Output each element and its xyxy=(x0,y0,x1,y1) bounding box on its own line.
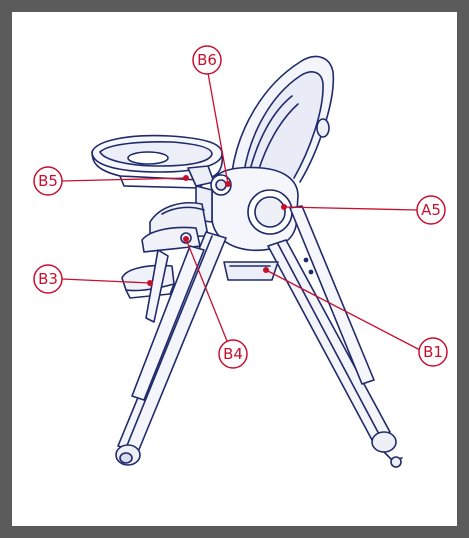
callout-label-b6: B6 xyxy=(197,51,217,69)
callout-label-b4: B4 xyxy=(223,345,243,363)
callout-line-a5 xyxy=(283,206,418,211)
callout-b4: B4 xyxy=(218,339,248,369)
callout-b5: B5 xyxy=(33,166,63,196)
callout-line-b6 xyxy=(207,72,229,185)
callout-label-a5: A5 xyxy=(421,201,441,219)
anchor-dot-a5 xyxy=(281,204,287,210)
high-chair-illustration xyxy=(91,55,403,468)
under-seat-bar xyxy=(223,261,279,281)
callout-b1: B1 xyxy=(418,337,448,367)
anchor-dot-b1 xyxy=(263,267,269,273)
callout-line-b3 xyxy=(61,278,151,284)
anchor-dot-b3 xyxy=(147,280,153,286)
callout-label-b1: B1 xyxy=(423,343,443,361)
callout-label-b3: B3 xyxy=(38,270,58,288)
anchor-dot-b4 xyxy=(183,236,189,242)
callout-line-b5 xyxy=(61,177,187,182)
footrest xyxy=(121,264,175,292)
callout-a5: A5 xyxy=(416,195,446,225)
anchor-dot-b6 xyxy=(225,181,231,187)
rear-wheel xyxy=(371,431,397,453)
callout-b6: B6 xyxy=(192,45,222,75)
front-leg xyxy=(117,231,227,453)
callout-label-b5: B5 xyxy=(38,172,58,190)
callout-line-b1 xyxy=(265,269,421,351)
anchor-dot-b5 xyxy=(183,175,189,181)
callout-line-b4 xyxy=(185,238,228,342)
callout-b3: B3 xyxy=(33,264,63,294)
